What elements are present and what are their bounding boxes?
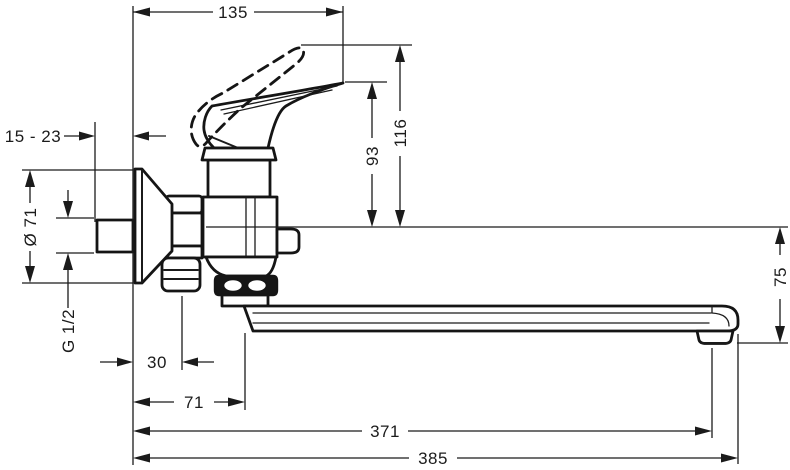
dim-15-23-label: 15 - 23 [5,127,61,146]
ext-lines-thread [56,217,94,254]
nut-grip-hole [222,278,244,293]
lever-handle [202,81,345,150]
dimension-annotations: 135 15 - 23 Ø 71 G 1/2 93 [5,3,790,468]
body-shoulder [204,255,278,278]
dim-dia-71: Ø 71 [21,170,40,283]
spout-collar [220,293,270,308]
dim-75-label: 75 [771,267,790,287]
dim-371: 371 [133,422,712,441]
dim-g-half-label: G 1/2 [59,309,78,353]
dim-116: 116 [391,45,410,227]
dim-g-half: G 1/2 [59,190,78,353]
dim-30: 30 [100,353,214,372]
spout-highlight-lines [252,305,730,327]
aerator [695,329,735,345]
spout-pipe [242,304,740,333]
handle-base-ring [200,146,278,162]
dim-75: 75 [771,227,790,343]
dim-385-label: 385 [418,449,448,468]
dim-135: 135 [133,3,343,22]
dim-385: 385 [133,449,738,468]
dim-116-label: 116 [391,119,410,148]
cartridge-housing [206,158,272,199]
faucet-outline [95,46,740,345]
dim-135-label: 135 [218,3,248,22]
dim-71: 71 [133,393,245,412]
dim-30-label: 30 [147,353,167,372]
check-valve-cap [275,227,301,255]
nut-grip-hole [246,278,268,293]
ext-lines-escutcheon [22,169,133,284]
dim-15-23: 15 - 23 [5,127,166,146]
handle-top-lines [220,85,338,115]
dim-dia-71-label: Ø 71 [21,208,40,247]
dim-371-label: 371 [370,422,400,441]
wall-nipple [95,218,135,254]
lever-handle-raised-dashed [189,46,305,148]
dim-93: 93 [363,82,382,227]
dim-71-label: 71 [184,393,204,412]
dim-93-label: 93 [363,146,382,166]
